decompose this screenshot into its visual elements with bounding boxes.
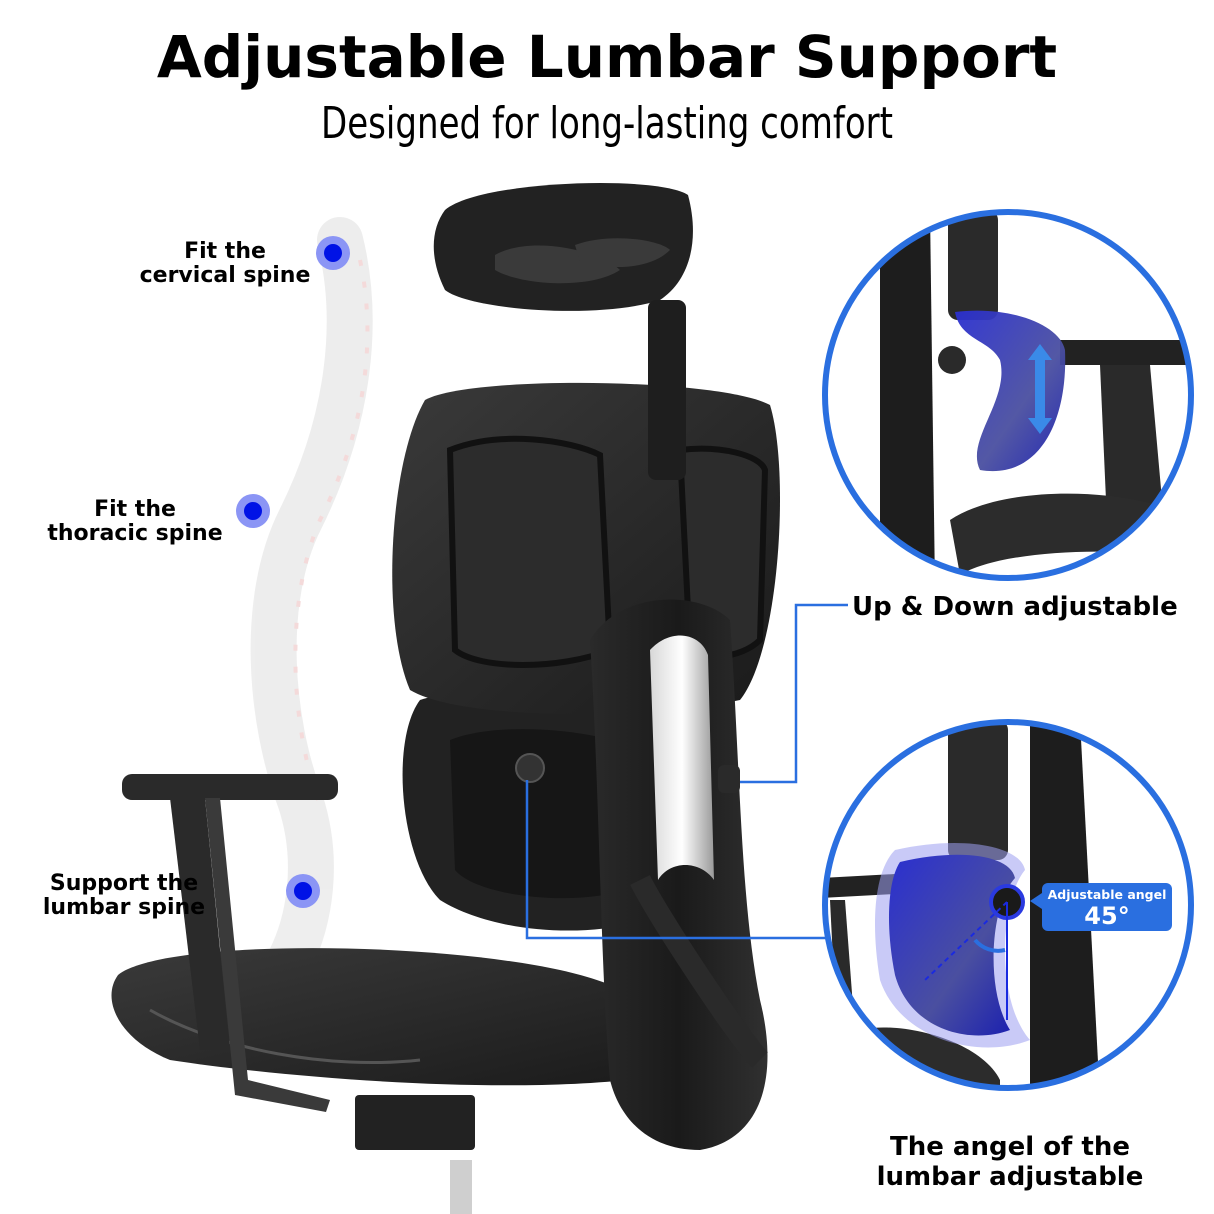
lumbar-knob (515, 753, 545, 783)
silver-trim (650, 635, 714, 880)
blue-dot-icon-lumbar (286, 874, 320, 908)
blue-dot-icon-cervical (316, 236, 350, 270)
angle-badge-label: Adjustable angel (1047, 887, 1167, 902)
label-lumbar: Support the lumbar spine (36, 872, 212, 920)
blue-dot-icon-thoracic (236, 494, 270, 528)
headrest (433, 183, 693, 311)
height-knob (718, 765, 740, 793)
callout-angle: The angel of the lumbar adjustable (860, 1132, 1160, 1192)
spine-illustration (250, 217, 373, 983)
label-cervical-line1: Fit the (184, 239, 266, 264)
seat (111, 948, 692, 1086)
angle-badge-value: 45° (1084, 902, 1130, 930)
inset-updown-ring (822, 209, 1194, 581)
angle-badge: Adjustable angel 45° (1030, 883, 1172, 931)
inset-updown (825, 212, 1191, 578)
inset-angle-ring (822, 719, 1194, 1091)
headrest-post (648, 300, 686, 480)
label-thoracic-line1: Fit the (94, 497, 176, 522)
label-cervical: Fit the cervical spine (130, 240, 320, 288)
label-cervical-line2: cervical spine (139, 263, 311, 288)
label-lumbar-line2: lumbar spine (42, 895, 206, 920)
page-subtitle: Designed for long-lasting comfort (320, 98, 894, 149)
callout-angle-line2: lumbar adjustable (876, 1162, 1144, 1192)
callout-up-down: Up & Down adjustable (852, 592, 1178, 622)
callout-angle-line1: The angel of the (890, 1132, 1130, 1162)
label-thoracic: Fit the thoracic spine (40, 498, 230, 546)
page-title: Adjustable Lumbar Support (156, 23, 1058, 91)
updown-connector (740, 603, 848, 784)
label-lumbar-line1: Support the (49, 871, 199, 896)
seat-mechanism (355, 1095, 475, 1150)
left-armrest-pad (122, 774, 338, 800)
angle-connector (525, 780, 840, 940)
label-thoracic-line2: thoracic spine (47, 521, 223, 546)
gas-lift (450, 1160, 472, 1214)
